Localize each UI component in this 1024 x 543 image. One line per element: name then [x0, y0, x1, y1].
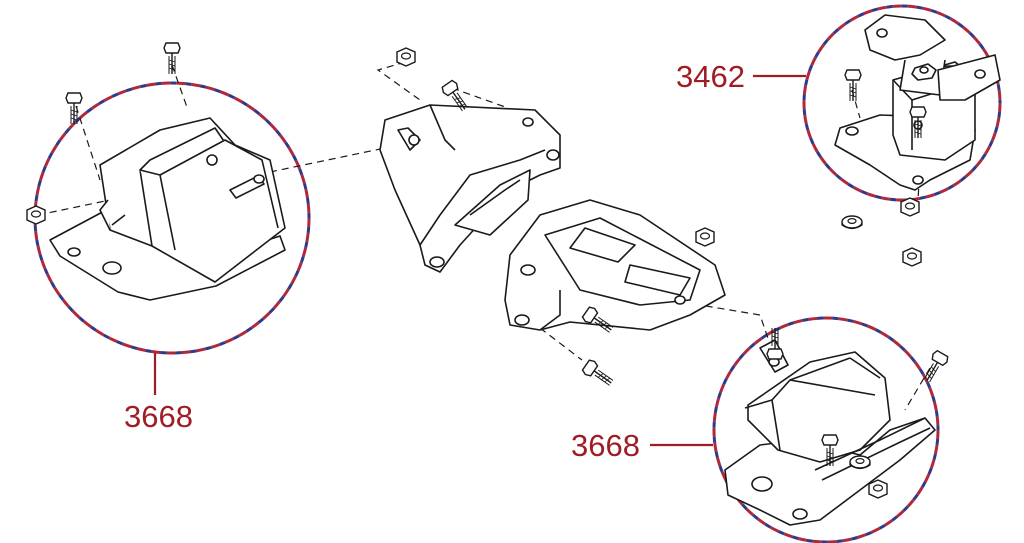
nut-icon — [396, 47, 416, 67]
left-engine-mount — [49, 117, 286, 301]
nut-icon — [900, 197, 920, 217]
washer-icon — [841, 215, 863, 230]
bolt-icon — [580, 357, 617, 391]
nut-icon — [26, 205, 46, 225]
nut-icon — [902, 247, 922, 267]
callout-circle-top-right — [802, 4, 1002, 202]
callout-label-3462: 3462 — [676, 59, 745, 94]
bolt-icon — [844, 69, 862, 102]
nut-icon — [868, 479, 888, 499]
nut-icon — [695, 227, 715, 247]
washer-icon — [849, 455, 871, 470]
top-right-engine-mount — [834, 14, 1001, 191]
callout-label-3668-left: 3668 — [124, 399, 193, 434]
bottom-right-engine-mount — [724, 339, 936, 526]
center-lower-bracket — [504, 199, 726, 331]
bolt-icon — [163, 42, 181, 75]
callout-circle-bottom-right — [712, 316, 940, 543]
center-upper-bracket — [379, 104, 561, 273]
callout-label-3668-right: 3668 — [571, 428, 640, 463]
leader-lines — [153, 74, 806, 447]
